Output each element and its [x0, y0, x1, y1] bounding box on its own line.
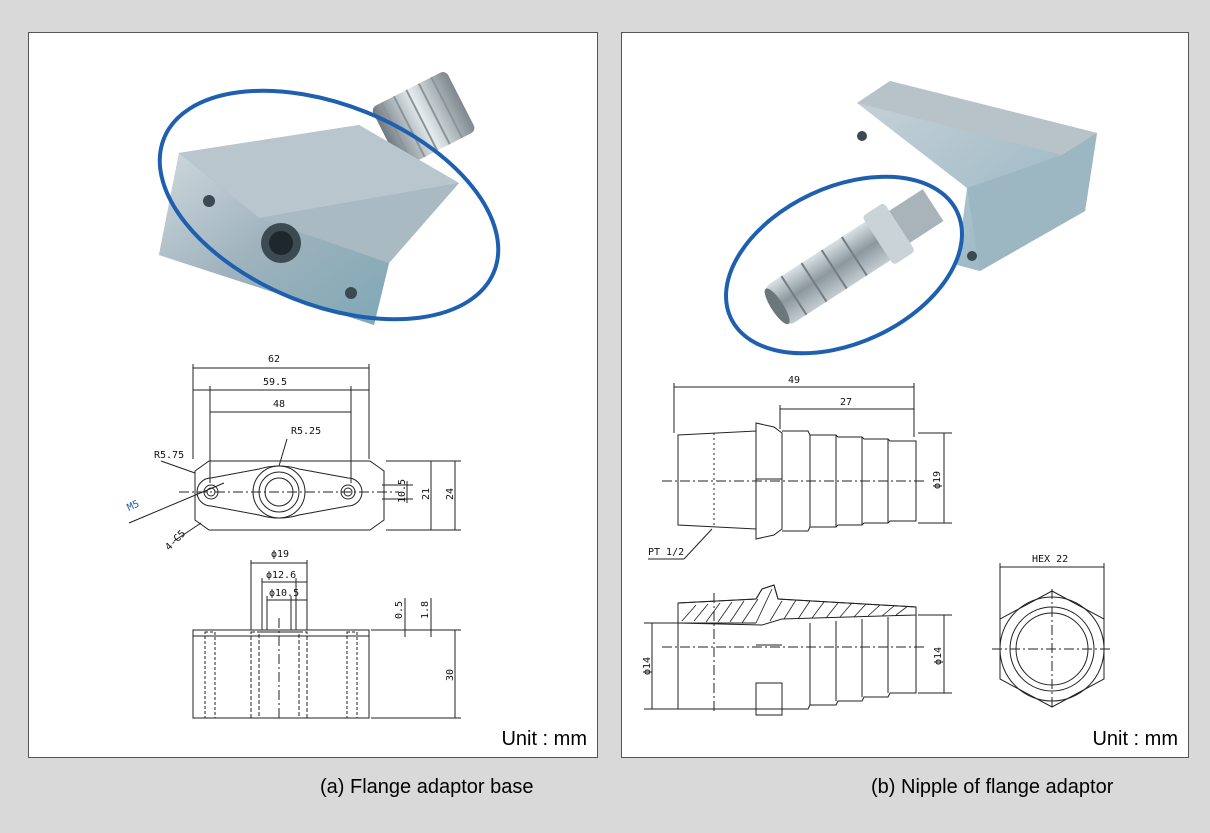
dim-24: 24 [445, 488, 456, 500]
unit-label: Unit : mm [501, 728, 587, 750]
flange-top-view-drawing [128, 364, 461, 542]
panel-flange-adaptor-base: 62 59.5 48 R5.25 R5.75 M5 4-C5 10.5 21 2… [28, 32, 598, 758]
dim-m5: M5 [126, 499, 142, 514]
dim-1-8: 1.8 [420, 601, 431, 619]
dim-49: 49 [788, 375, 800, 386]
dim-62: 62 [268, 354, 280, 365]
flange-base-photo [159, 72, 475, 325]
dim-48: 48 [273, 399, 285, 410]
dim-phi12-6: ϕ12.6 [266, 570, 296, 581]
nipple-outline-drawing [648, 383, 952, 560]
unit-label: Unit : mm [1092, 728, 1178, 750]
dim-phi19: ϕ19 [932, 471, 943, 489]
flange-base-figure: 62 59.5 48 R5.25 R5.75 M5 4-C5 10.5 21 2… [126, 72, 501, 721]
dim-0-5: 0.5 [394, 601, 405, 619]
caption-flange-adaptor-base: (a) Flange adaptor base [320, 776, 534, 798]
dim-30: 30 [445, 669, 456, 681]
dim-pt-1-2: PT 1/2 [648, 547, 684, 558]
caption-nipple-of-flange-adaptor: (b) Nipple of flange adaptor [871, 776, 1114, 798]
hex-end-view-drawing [992, 563, 1112, 709]
dim-hex-22: HEX 22 [1032, 554, 1068, 565]
highlight-ellipse [157, 88, 501, 322]
dim-r5-25: R5.25 [291, 426, 321, 437]
nipple-photo [764, 81, 1097, 325]
dim-phi14-left: ϕ14 [642, 657, 653, 675]
dim-27: 27 [840, 397, 852, 408]
dim-phi14-right: ϕ14 [933, 647, 944, 665]
nipple-section-drawing [644, 584, 952, 716]
dim-phi10-5: ϕ10.5 [269, 588, 299, 599]
dim-10-5: 10.5 [397, 479, 408, 503]
dim-21: 21 [421, 488, 432, 500]
highlight-ellipse [724, 174, 964, 356]
flange-side-view-drawing [192, 560, 461, 721]
panel-nipple-of-flange-adaptor: 49 27 ϕ19 PT 1/2 [621, 32, 1189, 758]
section-hatching [681, 588, 909, 624]
dim-phi19: ϕ19 [271, 549, 289, 560]
dim-59-5: 59.5 [263, 377, 287, 388]
dim-4-c5: 4-C5 [163, 528, 188, 553]
dim-r5-75: R5.75 [154, 450, 184, 461]
nipple-figure: 49 27 ϕ19 PT 1/2 [642, 81, 1112, 716]
